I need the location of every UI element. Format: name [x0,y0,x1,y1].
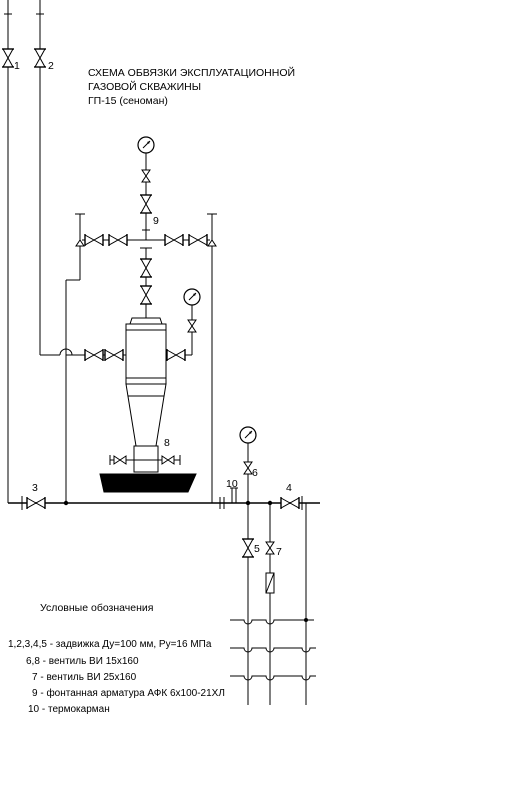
title-line-2: ГАЗОВОЙ СКВАЖИНЫ [88,80,201,93]
left-line-1 [1,0,15,503]
label-valve-8: 8 [164,437,170,449]
gauge-icon [137,136,155,154]
label-valve-6: 6 [252,467,258,479]
left-line-2 [33,0,60,356]
gauge-icon [239,426,257,444]
legend-item: 6,8 - вентиль ВИ 15х160 [26,656,139,667]
downstream-lines [230,503,316,705]
legend-item: 7 - вентиль ВИ 25х160 [32,672,137,683]
label-valve-2: 2 [48,60,54,72]
title-line-3: ГП-15 (сеноман) [88,95,168,107]
title-line-1: СХЕМА ОБВЯЗКИ ЭКСПЛУАТАЦИОННОЙ [88,66,295,79]
gauge-icon [183,288,201,306]
label-valve-9: 9 [153,215,159,227]
label-valve-4: 4 [286,482,292,494]
legend: Условные обозначения 1,2,3,4,5 - задвижк… [8,602,225,715]
legend-item: 1,2,3,4,5 - задвижка Ду=100 мм, Ру=16 МП… [8,639,212,650]
gauge-branch-6 [239,426,257,503]
legend-item: 9 - фонтанная арматура АФК 6х100-21ХЛ [32,687,225,699]
christmas-tree [59,136,217,503]
legend-item: 10 - термокарман [28,704,110,715]
label-valve-3: 3 [32,482,38,494]
legend-heading: Условные обозначения [40,602,153,614]
label-valve-5: 5 [254,543,260,555]
label-valve-7: 7 [276,546,282,558]
label-valve-1: 1 [14,60,20,72]
main-manifold [8,487,320,510]
label-thermowell-10: 10 [226,478,238,490]
